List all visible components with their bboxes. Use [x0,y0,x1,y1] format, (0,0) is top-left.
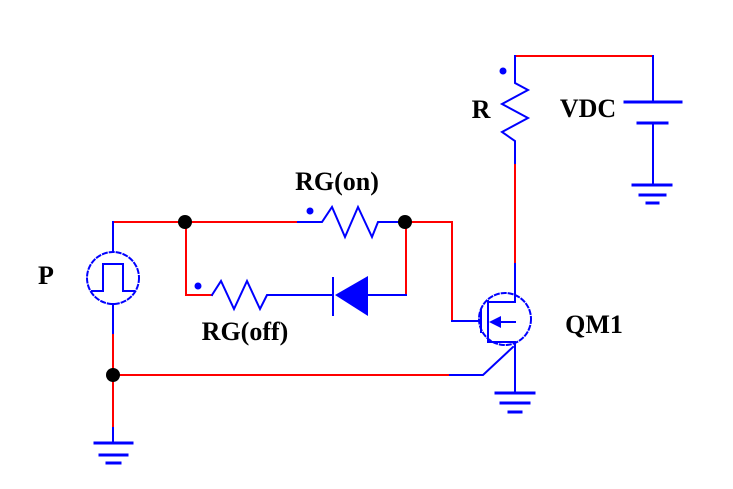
load-resistor: R [472,55,531,164]
pulse-source: P [38,221,140,334]
mosfet-circle [478,292,532,346]
gate-on-resistor: RG(on) [295,167,405,240]
junction-dot [106,368,120,382]
pin-marker-dot [194,282,202,290]
gate-on-resistor-label: RG(on) [295,167,379,196]
wire-junction-to-gate [404,221,453,322]
dc-source-label: VDC [560,94,616,123]
ground-symbol-pulse [93,427,134,465]
pulse-source-label: P [38,261,54,290]
ground-symbol-vdc [631,183,673,205]
junction-dot [178,215,192,229]
resistor-zigzag-icon [297,204,405,240]
resistor-zigzag-icon [499,55,531,164]
diode [332,276,407,316]
wire-source-diagonal [449,345,515,376]
mosfet-label: QM1 [565,310,623,339]
pin-marker-dot [306,207,314,215]
load-resistor-label: R [472,95,491,124]
dc-source: VDC [560,55,683,186]
gate-off-resistor-label: RG(off) [202,317,289,346]
junction-dots [106,215,412,382]
gate-off-resistor: RG(off) [194,278,334,346]
wire-to-rgoff [185,221,213,296]
mosfet: QM1 [449,263,623,394]
pulse-waveform-icon [91,263,135,292]
mosfet-source-stub [487,341,516,394]
pulse-source-circle [86,251,140,305]
ground-symbol-source [494,391,536,414]
mosfet-drain-stub [487,263,516,303]
pin-marker-dot [499,67,507,75]
mosfet-arrow-icon [489,316,501,328]
diode-triangle-icon [335,276,368,316]
junction-dot [398,215,412,229]
resistor-zigzag-icon [210,278,334,312]
